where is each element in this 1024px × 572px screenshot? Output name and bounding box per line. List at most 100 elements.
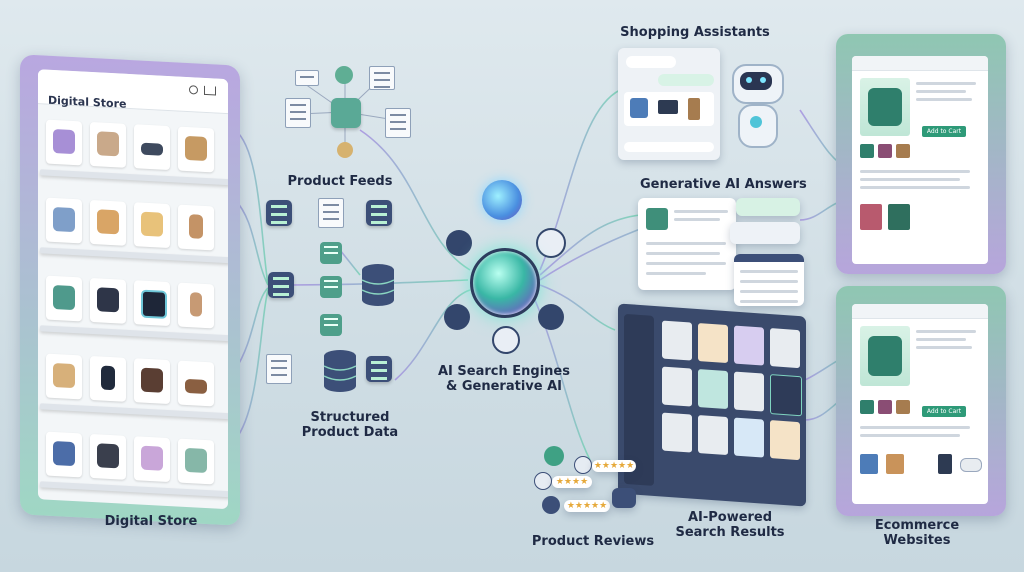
product-tile[interactable] (46, 197, 82, 244)
result-tile[interactable] (698, 369, 728, 410)
flow-store-4 (234, 287, 269, 371)
product-tile[interactable] (46, 353, 82, 400)
sweater-icon (646, 208, 668, 230)
thumbnail[interactable] (886, 454, 904, 474)
flow-db (394, 289, 471, 381)
ai-globe-icon (482, 180, 522, 220)
chat-bubble (626, 56, 676, 68)
search-icon[interactable] (189, 85, 198, 95)
product-tile[interactable] (46, 275, 82, 322)
label-shopping-assistants: Shopping Assistants (620, 25, 770, 40)
network-icon (538, 304, 564, 330)
thumbnail[interactable] (938, 454, 952, 474)
store-shelf-4 (40, 353, 228, 423)
add-to-cart-button[interactable]: Add to Cart (922, 406, 966, 417)
product-tile[interactable] (90, 355, 126, 402)
robot-core (750, 116, 762, 128)
label-ai-search-line1: AI Search Engines (438, 364, 570, 379)
store-shelf-1 (40, 119, 228, 189)
flow-store-5 (234, 289, 269, 441)
results-grid (662, 320, 802, 501)
result-tile[interactable] (770, 374, 802, 417)
thumbnail[interactable] (896, 400, 910, 414)
thumbnail[interactable] (888, 204, 910, 230)
label-ai-powered-line2: Search Results (675, 525, 785, 540)
add-to-cart-button[interactable]: Add to Cart (922, 126, 966, 137)
bag-icon (185, 135, 207, 162)
ecommerce-site-bottom: Add to Cart (836, 286, 1006, 516)
product-tile[interactable] (134, 358, 170, 405)
product-tile[interactable] (178, 282, 214, 329)
result-tile[interactable] (734, 417, 764, 458)
site-page: Add to Cart (852, 304, 988, 504)
thumbnail[interactable] (960, 458, 982, 472)
label-ai-search-line2: & Generative AI (446, 379, 562, 394)
cart-icon[interactable] (204, 85, 216, 96)
result-tile[interactable] (770, 420, 800, 461)
flow-out-3 (539, 284, 616, 331)
data-node-icon (366, 200, 392, 226)
lamp-icon (141, 211, 163, 237)
thumbnail[interactable] (860, 454, 878, 474)
product-tile[interactable] (178, 438, 214, 485)
product-tile[interactable] (134, 436, 170, 483)
robot-icon (492, 326, 520, 354)
product-tile[interactable] (134, 124, 170, 171)
vase-icon (189, 214, 203, 239)
feed-document-icon (369, 66, 395, 90)
result-tile[interactable] (770, 328, 800, 369)
product-tile[interactable] (90, 433, 126, 480)
thumbnail[interactable] (878, 400, 892, 414)
site-page: Add to Cart (852, 56, 988, 264)
product-tile[interactable] (178, 204, 214, 251)
feed-node-icon (337, 142, 353, 158)
star-badge-icon (544, 446, 564, 466)
product-tile[interactable] (134, 280, 170, 327)
ai-core-globe-icon (470, 248, 540, 318)
thumbnail[interactable] (860, 400, 874, 414)
flow-store-2 (234, 199, 269, 286)
product-tile[interactable] (90, 277, 126, 324)
product-tile[interactable] (46, 119, 82, 166)
chat-input[interactable] (624, 142, 714, 152)
result-tile[interactable] (698, 323, 728, 364)
ai-answer-bubble (730, 222, 800, 244)
result-tile[interactable] (662, 320, 692, 361)
product-tile[interactable] (178, 126, 214, 173)
store-header: Digital Store (38, 69, 228, 115)
monitor-icon (658, 100, 678, 114)
feed-document-icon (285, 98, 311, 128)
result-tile[interactable] (698, 415, 728, 456)
thumbnail[interactable] (860, 144, 874, 158)
user-avatar-icon (534, 472, 552, 490)
result-tile[interactable] (662, 412, 692, 453)
thumbs-up-icon (542, 496, 560, 514)
result-tile[interactable] (734, 371, 764, 412)
product-tile[interactable] (178, 360, 214, 407)
sweater-icon (868, 336, 902, 376)
result-tile[interactable] (734, 325, 764, 366)
feed-document-icon (295, 70, 319, 86)
chat-bubble (658, 74, 714, 86)
sneaker-icon (141, 142, 163, 156)
result-tile[interactable] (662, 366, 692, 407)
thumbnail[interactable] (878, 144, 892, 158)
sweater-icon (97, 209, 119, 235)
digital-store-tablet: Digital Store (20, 54, 240, 526)
thumbnail[interactable] (896, 144, 910, 158)
product-tile[interactable] (134, 202, 170, 249)
rating-stars: ★★★★★ (564, 500, 610, 512)
user-avatar-icon (574, 456, 592, 474)
label-product-reviews: Product Reviews (531, 534, 655, 549)
product-tile[interactable] (46, 431, 82, 478)
network-icon (446, 230, 472, 256)
flow-struct-3 (339, 249, 361, 276)
ai-answer-table (734, 254, 804, 306)
jar-icon (53, 362, 75, 389)
jacket-icon (97, 131, 119, 157)
handbag-icon (141, 445, 163, 471)
thumbnail[interactable] (860, 204, 882, 230)
product-tile[interactable] (90, 121, 126, 168)
product-tile[interactable] (90, 199, 126, 246)
store-header-title: Digital Store (48, 93, 127, 111)
